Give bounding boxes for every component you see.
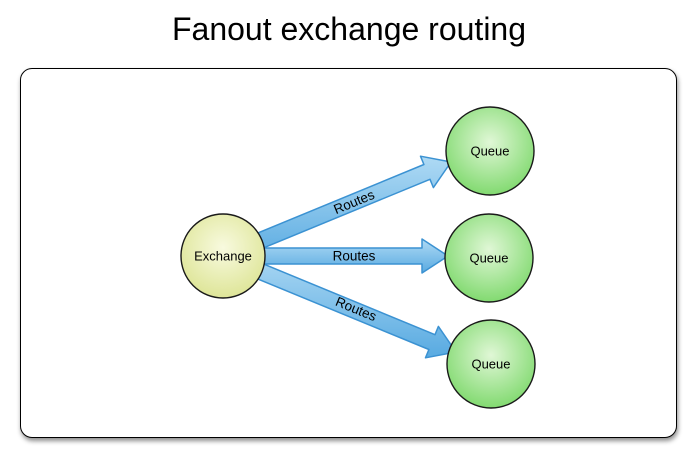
queue-circle-bottom <box>446 319 536 409</box>
diagram-title: Fanout exchange routing <box>171 11 527 47</box>
queue-circle-top <box>445 106 535 196</box>
queue-node-bottom: Queue <box>446 319 536 409</box>
exchange-circle <box>180 213 266 299</box>
diagram-svg: Routes Routes Routes Exchange Queue Queu… <box>180 106 536 409</box>
queue-label-bottom: Queue <box>471 357 510 372</box>
diagram-panel: Routes Routes Routes Exchange Queue Queu… <box>20 68 677 438</box>
exchange-node: Exchange <box>180 213 266 299</box>
routes-label-top: Routes <box>331 187 376 217</box>
queue-circle-middle <box>444 213 534 303</box>
queue-node-middle: Queue <box>444 213 534 303</box>
queue-label-middle: Queue <box>469 251 508 266</box>
exchange-label: Exchange <box>194 249 252 264</box>
queue-label-top: Queue <box>470 144 509 159</box>
routes-label-middle: Routes <box>333 249 376 264</box>
queue-node-top: Queue <box>445 106 535 196</box>
